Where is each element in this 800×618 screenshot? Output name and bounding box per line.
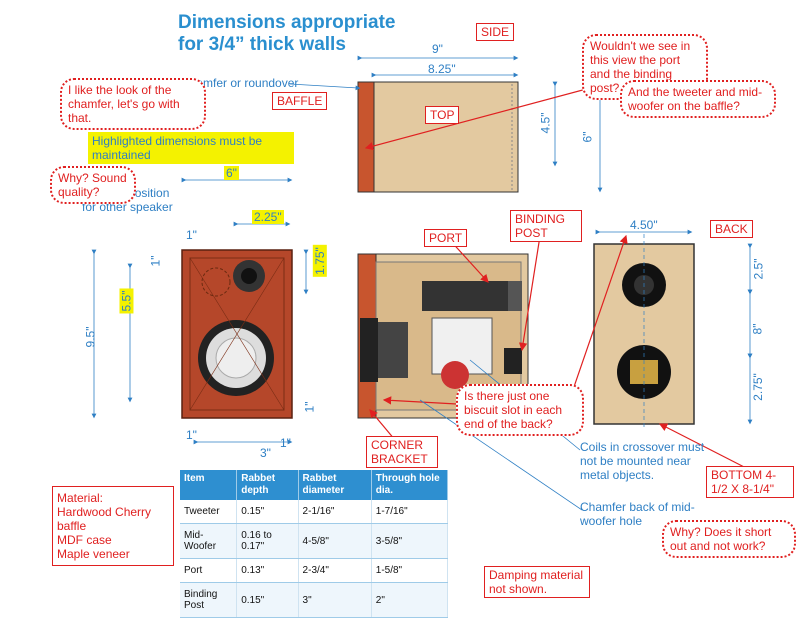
dim-height-6: 6" (580, 131, 595, 143)
dim-back-275: 2.75" (750, 373, 765, 401)
spec-table: Item Rabbet depth Rabbet diameter Throug… (180, 470, 449, 618)
dim-width-9: 9" (432, 42, 443, 56)
corner-bracket-tag: CORNER BRACKET (366, 436, 438, 468)
table-cell: 2-3/4" (298, 558, 372, 583)
table-cell: Tweeter (180, 500, 238, 524)
table-cell: 2" (371, 582, 449, 618)
table-cell: 0.15" (236, 500, 299, 524)
table-cell: 0.13" (236, 558, 299, 583)
back-view (593, 234, 695, 430)
dim-front-1e: 1" (280, 436, 291, 450)
dimension-lines (91, 55, 753, 445)
table-cell: Binding Post (180, 582, 238, 618)
side-tag: SIDE (476, 23, 515, 41)
table-cell: 0.15" (236, 582, 299, 618)
table-row: Mid-Woofer 0.16 to 0.17" 4-5/8" 3-5/8" (180, 523, 449, 559)
title-line-1: Dimensions appropriate (178, 12, 396, 33)
dim-back-25: 2.5" (751, 258, 766, 280)
dim-front-width-6: 6" (224, 166, 239, 180)
page-title: Dimensions appropriate for 3/4” thick wa… (178, 12, 396, 56)
table-cell: 1-7/16" (371, 500, 449, 524)
table-cell: Mid-Woofer (180, 523, 238, 559)
top-view (357, 81, 519, 193)
chamfer-back-note: Chamfer back of mid-woofer hole (580, 500, 695, 528)
dim-front-95: 9.5" (83, 326, 98, 348)
comment-tweeter-woofer: And the tweeter and mid-woofer on the ba… (620, 80, 776, 118)
coils-note: Coils in crossover must not be mounted n… (580, 440, 705, 482)
table-row: Port 0.13" 2-3/4" 1-5/8" (180, 558, 449, 583)
port-tag: PORT (424, 229, 468, 247)
material-baffle: Hardwood Cherry baffle (57, 505, 152, 533)
dim-back-450: 4.50" (630, 218, 658, 232)
dim-height-45: 4.5" (538, 112, 553, 134)
table-cell: 3-5/8" (371, 523, 449, 559)
table-row: Tweeter 0.15" 2-1/16" 1-7/16" (180, 500, 449, 524)
table-cell: 3" (298, 582, 372, 618)
dim-front-1c: 1" (302, 401, 317, 413)
table-cell: 4-5/8" (298, 523, 372, 559)
baffle-tag: BAFFLE (272, 92, 328, 110)
table-header: Item (180, 470, 238, 500)
table-header: Rabbet diameter (298, 470, 372, 500)
dim-tweeter-height: 1.75" (312, 245, 327, 277)
comment-chamfer: I like the look of the chamfer, let's go… (60, 78, 206, 130)
dim-front-1a: 1" (186, 228, 197, 242)
comment-short-out: Why? Does it short out and not work? (662, 520, 796, 558)
front-view (181, 249, 293, 419)
bottom-tag: BOTTOM 4-1/2 X 8-1/4" (706, 466, 794, 498)
chamfer-label: Chamfer or roundover (181, 76, 299, 90)
table-row: Binding Post 0.15" 3" 2" (180, 582, 449, 618)
table-cell: Port (180, 558, 238, 583)
comment-biscuit-slot: Is there just one biscuit slot in each e… (456, 384, 584, 436)
back-tag: BACK (710, 220, 753, 238)
table-header: Rabbet depth (236, 470, 299, 500)
table-header-row: Item Rabbet depth Rabbet diameter Throug… (180, 470, 449, 500)
material-veneer: Maple veneer (57, 547, 130, 561)
dim-back-8: 8" (750, 323, 765, 335)
comment-sound-quality: Why? Sound quality? (50, 166, 136, 204)
title-line-2: for 3/4” thick walls (178, 34, 346, 55)
highlight-note: Highlighted dimensions must be maintaine… (88, 132, 294, 164)
table-header: Through hole dia. (371, 470, 449, 500)
dim-front-55: 5.5" (119, 288, 134, 314)
table-cell: 1-5/8" (371, 558, 449, 583)
dim-front-1b: 1" (148, 255, 163, 267)
top-tag: TOP (425, 106, 460, 124)
binding-post-tag: BINDING POST (510, 210, 582, 242)
dim-front-3: 3" (260, 446, 271, 460)
dim-tweeter-offset: 2.25" (252, 210, 284, 224)
damping-note: Damping material not shown. (484, 566, 590, 598)
dim-front-1d: 1" (186, 428, 197, 442)
table-cell: 2-1/16" (298, 500, 372, 524)
table-cell: 0.16 to 0.17" (236, 523, 299, 559)
material-box: Material: Hardwood Cherry baffle MDF cas… (52, 486, 174, 566)
dim-width-825: 8.25" (428, 62, 456, 76)
material-case: MDF case (57, 533, 112, 547)
material-heading: Material: (57, 491, 104, 505)
